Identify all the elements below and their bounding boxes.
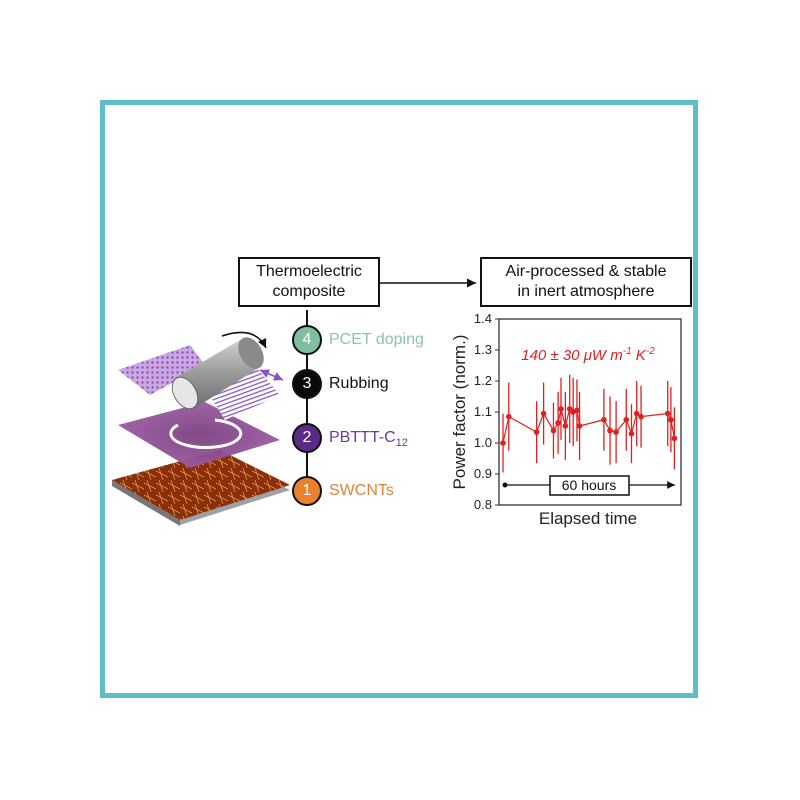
box-line: Air-processed & stable [505, 263, 667, 280]
data-point [633, 410, 640, 417]
power-factor-annotation: 140 ± 30 μW m-1 K-2 [521, 346, 655, 364]
step-number-badge: 3 [292, 369, 322, 399]
power-factor-chart: 0.8 0.9 1.0 1.1 1.2 1.3 1.4 140 ± 30 μW m-1 K-… [450, 311, 682, 528]
data-point [601, 416, 607, 423]
step-label-subscript: 12 [395, 437, 408, 450]
duration-label: 60 hours [562, 477, 616, 493]
data-point [540, 410, 547, 417]
data-point [613, 429, 619, 435]
rotation-arrow-icon [169, 418, 243, 450]
data-point [555, 420, 561, 426]
data-point [533, 429, 540, 435]
step-number-badge: 4 [292, 325, 322, 355]
rub-direction-arrow-icon [259, 369, 284, 381]
y-tick-label: 1.4 [474, 311, 492, 326]
data-point [576, 423, 583, 429]
y-tick-label: 1.3 [474, 342, 492, 357]
step-label: Rubbing [329, 375, 389, 392]
y-tick-label: 0.9 [474, 466, 492, 481]
y-tick-label: 1.2 [474, 373, 492, 388]
data-point [668, 416, 674, 423]
duration-start-dot [502, 482, 508, 488]
thermoelectric-composite-box: Thermoelectric composite [238, 257, 380, 307]
data-point [638, 413, 644, 420]
step-label-text: PBTTT-C [329, 429, 396, 446]
y-axis-label: Power factor (norm.) [450, 335, 469, 490]
step-number-badge: 2 [292, 423, 322, 453]
step-label: PCET doping [329, 331, 424, 348]
data-point [623, 416, 630, 423]
air-processed-box: Air-processed & stable in inert atmosphe… [480, 257, 692, 307]
data-point [500, 440, 506, 446]
duration-box [549, 475, 630, 496]
substrate-swcnt-layer [112, 450, 290, 526]
data-point [574, 407, 580, 414]
x-axis-label: Elapsed time [539, 509, 637, 528]
frame-border [100, 100, 698, 698]
data-point [558, 406, 564, 412]
data-point [550, 427, 557, 434]
data-point [671, 435, 678, 442]
rubbing-roller [171, 331, 284, 410]
data-point [607, 427, 613, 434]
data-point [506, 413, 512, 420]
y-tick-label: 1.0 [474, 435, 492, 450]
y-tick-label: 1.1 [474, 404, 492, 419]
data-point [628, 430, 635, 437]
y-tick-label: 0.8 [474, 497, 492, 512]
pbttt-layer [118, 402, 280, 468]
step-label: PBTTT-C12 [329, 429, 408, 449]
data-point [664, 410, 671, 417]
step-label: SWCNTs [329, 482, 394, 499]
step-number-badge: 1 [292, 476, 322, 506]
plot-area [498, 318, 682, 506]
data-point [562, 423, 569, 429]
box-line: Thermoelectric [256, 263, 362, 280]
box-line: composite [272, 283, 346, 300]
box-line: in inert atmosphere [517, 283, 655, 300]
roll-direction-arrow-icon [221, 331, 267, 349]
